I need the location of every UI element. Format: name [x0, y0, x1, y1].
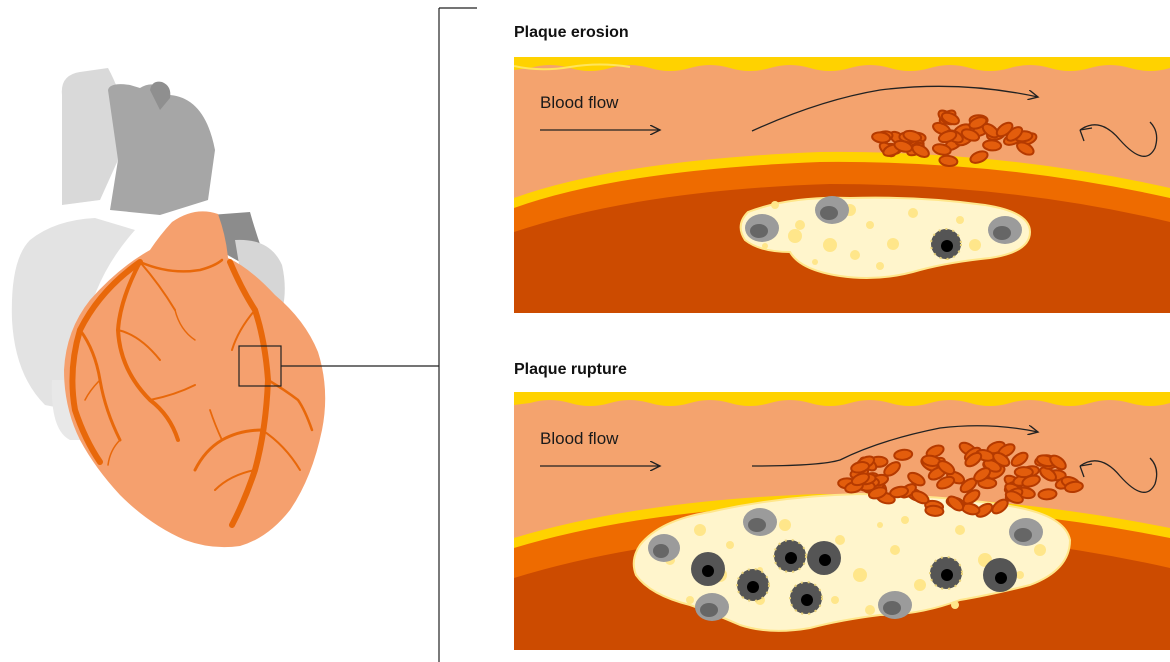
blood-flow-label-erosion: Blood flow [540, 93, 618, 113]
panel-title-rupture: Plaque rupture [514, 361, 627, 379]
blood-flow-label-rupture: Blood flow [540, 429, 618, 449]
panel-title-erosion: Plaque erosion [514, 24, 629, 42]
red-blood-cell [1038, 489, 1057, 501]
connector-lines [281, 8, 477, 662]
heart-illustration [12, 68, 325, 547]
red-blood-cell [983, 140, 1002, 151]
